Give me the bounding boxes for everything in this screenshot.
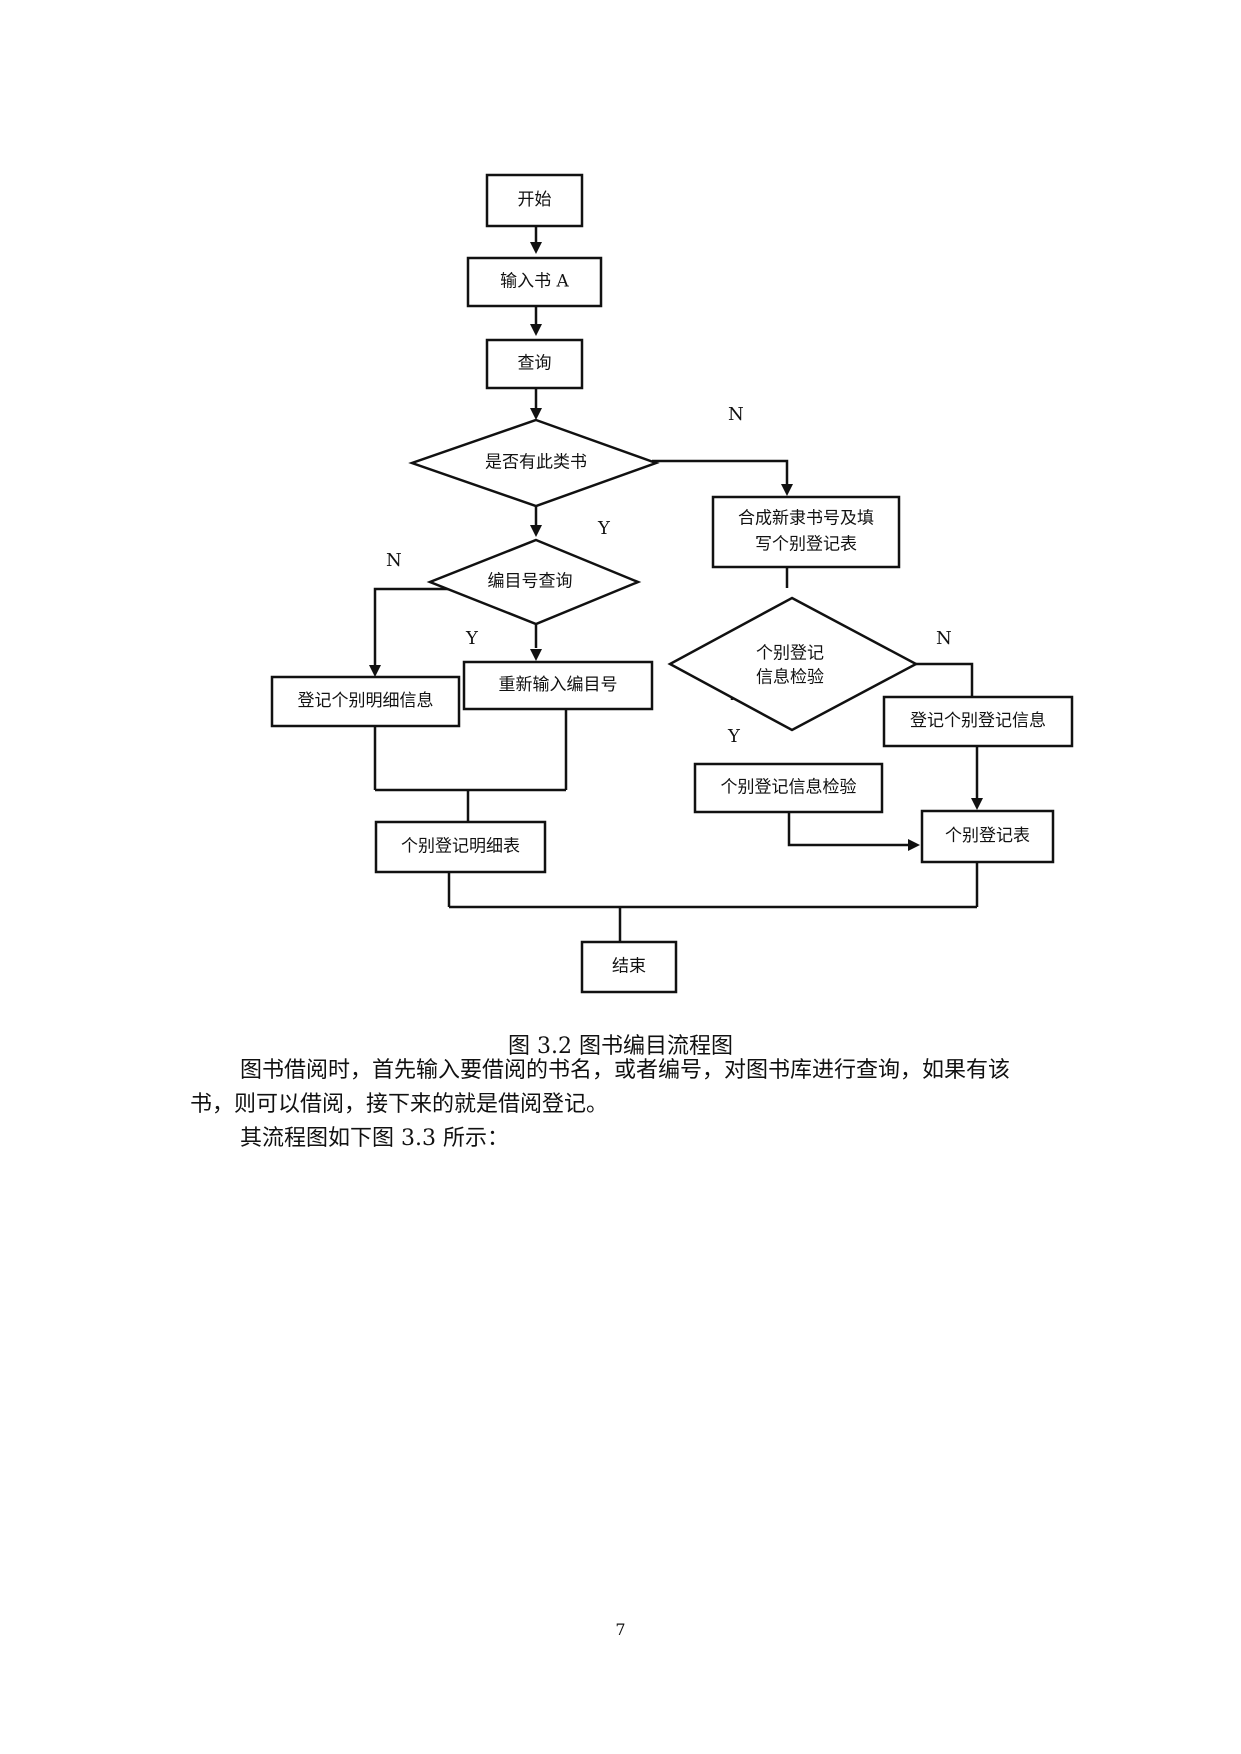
decision-has-book: 是否有此类书 (408, 418, 660, 508)
decision-has-book-label: 是否有此类书 (485, 453, 587, 473)
node-new-record: 合成新隶书号及填 写个别登记表 (711, 495, 901, 569)
label-y-catalog: Y (465, 628, 479, 649)
node-query-label: 查询 (518, 354, 552, 374)
label-y-main: Y (597, 518, 611, 539)
node-check-info-label: 个别登记信息检验 (721, 778, 857, 798)
arrow-to-decision-main (530, 408, 542, 420)
node-register-table: 个别登记表 (920, 809, 1055, 864)
node-register-detail: 登记个别明细信息 (270, 675, 461, 728)
flowchart-diagram: 开始 输入书 A 查询 合成新隶书号及填 写个别登记表 登记个别明细信息 重新输… (270, 173, 1074, 994)
node-detail-table-label: 个别登记明细表 (401, 837, 520, 857)
branch-labels: N Y N Y N Y (386, 404, 952, 747)
node-reenter-catalog: 重新输入编目号 (462, 660, 654, 711)
arrow-to-register-detail (369, 665, 381, 677)
body-paragraph-1: 图书借阅时，首先输入要借阅的书名，或者编号，对图书库进行查询，如果有该书，则可以… (190, 1058, 1011, 1117)
label-y-check: Y (727, 726, 741, 747)
node-register-detail-label: 登记个别明细信息 (298, 691, 434, 711)
node-end: 结束 (580, 940, 678, 994)
decision-catalog-label: 编目号查询 (488, 572, 573, 592)
node-reenter-catalog-label: 重新输入编目号 (499, 675, 618, 695)
page-number: 7 (615, 1620, 626, 1639)
node-input-book: 输入书 A (466, 256, 603, 308)
node-new-record-line2: 写个别登记表 (755, 535, 857, 555)
node-check-info: 个别登记信息检验 (693, 762, 884, 814)
node-register-info-label: 登记个别登记信息 (910, 711, 1046, 731)
arrow-check-to-table (908, 839, 920, 851)
node-input-book-label: 输入书 A (500, 272, 569, 292)
decision-check: 个别登记 信息检验 (667, 596, 919, 732)
node-register-table-label: 个别登记表 (945, 826, 1030, 846)
node-start-label: 开始 (518, 190, 552, 210)
connectors (373, 226, 979, 942)
arrow-to-reenter (530, 649, 542, 661)
label-n-main: N (728, 404, 744, 425)
label-n-check: N (936, 628, 952, 649)
arrow-to-query (530, 324, 542, 336)
arrow-to-decision-catalog (530, 525, 542, 537)
body-paragraph-2: 其流程图如下图 3.3 所示： (240, 1126, 509, 1151)
node-start: 开始 (485, 173, 584, 228)
decision-check-line1: 个别登记 (756, 644, 824, 664)
arrowheads (369, 242, 983, 851)
decision-catalog: 编目号查询 (426, 538, 642, 626)
node-new-record-line1: 合成新隶书号及填 (738, 509, 874, 529)
node-register-info: 登记个别登记信息 (882, 695, 1074, 748)
figure-caption: 图 3.2 图书编目流程图 (508, 1034, 733, 1059)
arrow-to-register-table (971, 798, 983, 810)
decision-check-line2: 信息检验 (756, 668, 824, 688)
arrow-to-new-record (781, 484, 793, 496)
node-detail-table: 个别登记明细表 (374, 820, 547, 874)
node-end-label: 结束 (612, 957, 646, 977)
label-n-catalog: N (386, 550, 402, 571)
arrow-to-input (530, 242, 542, 254)
node-query: 查询 (485, 338, 584, 390)
